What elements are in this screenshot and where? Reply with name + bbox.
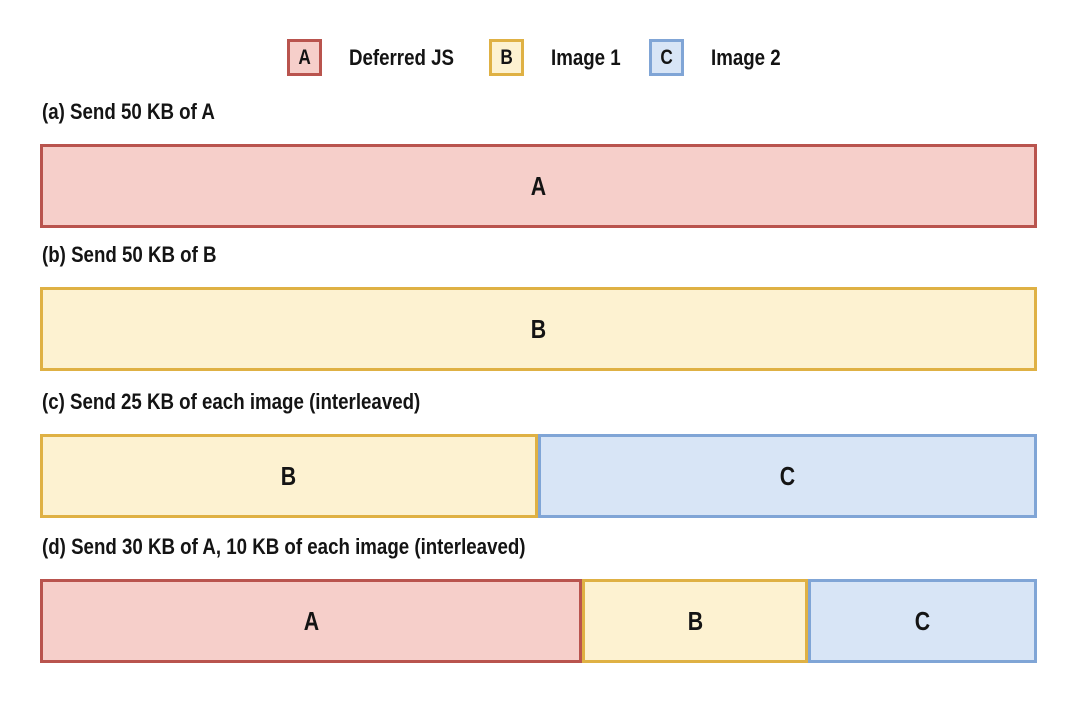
segment-label: C — [779, 460, 795, 491]
legend-item-image-2: C Image 2 — [648, 39, 793, 76]
bar-segment-b: B — [582, 579, 808, 663]
segment-label: A — [530, 170, 547, 201]
legend-item-image-1: B Image 1 — [488, 39, 633, 76]
segment-label: B — [281, 460, 297, 491]
legend-swatch-b: B — [488, 39, 524, 76]
section-d: (d) Send 30 KB of A, 10 KB of each image… — [40, 533, 1037, 663]
legend-label: Image 2 — [710, 44, 781, 70]
legend-swatch-letter: B — [500, 45, 513, 69]
legend-label: Image 1 — [550, 44, 621, 70]
legend-item-deferred-js: A Deferred JS — [287, 39, 473, 76]
section-caption: (c) Send 25 KB of each image (interleave… — [42, 389, 421, 414]
legend-label: Deferred JS — [349, 44, 455, 70]
bar-segment-c: C — [807, 579, 1037, 663]
segment-label: C — [914, 605, 931, 636]
bar-segment-a: A — [40, 144, 1037, 228]
section-caption: (d) Send 30 KB of A, 10 KB of each image… — [42, 534, 526, 559]
segment-label: A — [303, 605, 319, 636]
section-c: (c) Send 25 KB of each image (interleave… — [40, 388, 1037, 518]
bar-segment-b: B — [40, 287, 1037, 371]
legend-swatch-letter: C — [660, 45, 673, 69]
section-caption: (b) Send 50 KB of B — [42, 242, 217, 267]
bar-segment-c: C — [537, 434, 1037, 518]
legend: A Deferred JS B Image 1 C Image 2 — [0, 39, 1080, 76]
section-a: (a) Send 50 KB of A A — [40, 98, 1037, 228]
bar-d: A B C — [40, 579, 1037, 663]
bar-c: B C — [40, 434, 1037, 518]
legend-swatch-a: A — [287, 39, 323, 76]
segment-label: B — [687, 605, 703, 636]
bar-segment-a: A — [40, 579, 583, 663]
bar-a: A — [40, 144, 1037, 228]
section-caption: (a) Send 50 KB of A — [42, 99, 215, 124]
section-b: (b) Send 50 KB of B B — [40, 241, 1037, 371]
bar-b: B — [40, 287, 1037, 371]
segment-label: B — [530, 313, 547, 344]
legend-swatch-letter: A — [298, 45, 312, 69]
legend-swatch-c: C — [648, 39, 684, 76]
bar-segment-b: B — [40, 434, 538, 518]
